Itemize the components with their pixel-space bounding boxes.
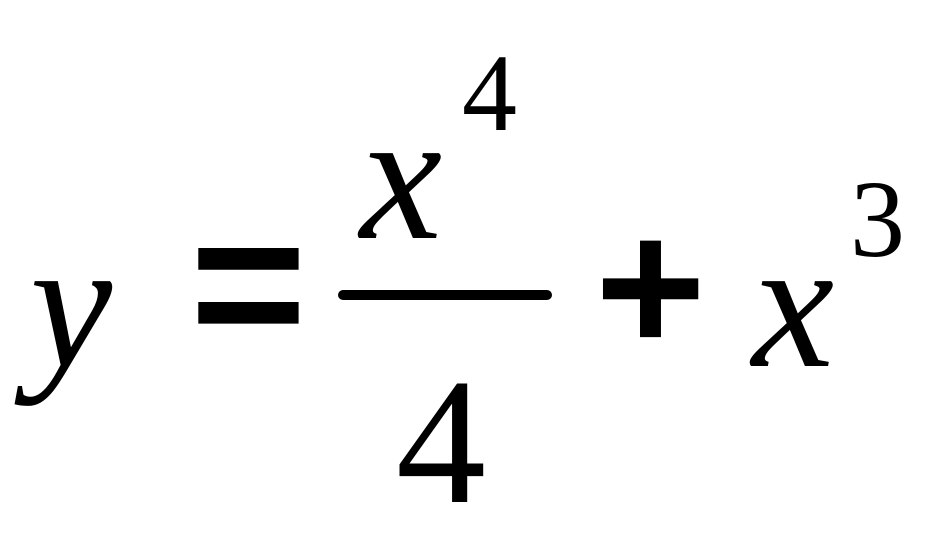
equals-sign: = (190, 172, 307, 395)
numerator-variable-x: x (360, 74, 443, 279)
term-exponent: 3 (850, 158, 905, 280)
variable-x: x (752, 202, 835, 407)
numerator-exponent: 4 (462, 32, 517, 154)
denominator: 4 (396, 342, 486, 541)
fraction-bar (338, 290, 552, 300)
variable-y: y (30, 202, 113, 407)
plus-sign: + (595, 181, 706, 393)
